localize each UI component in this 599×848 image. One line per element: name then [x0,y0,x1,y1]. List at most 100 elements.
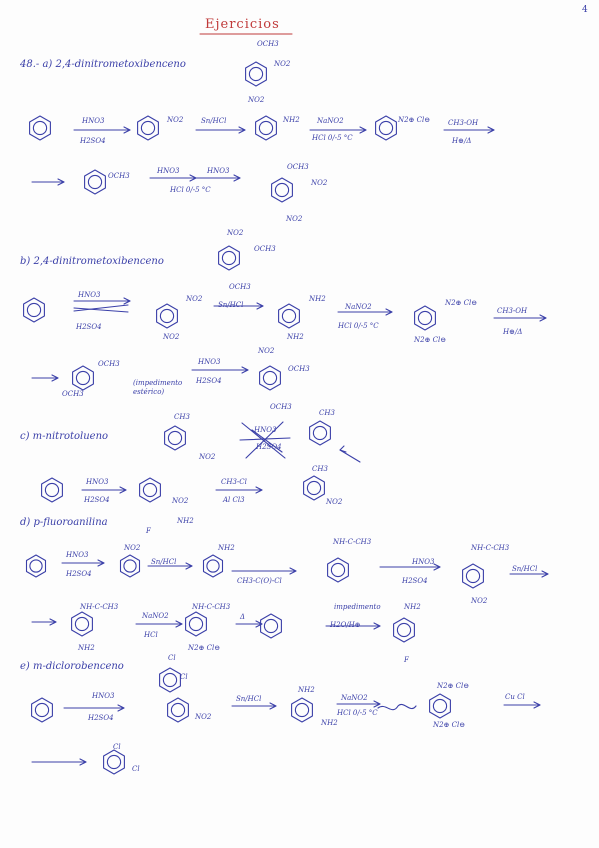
reaction-arrow [195,126,246,134]
sub-ch3: CH3 [174,413,190,421]
benzene-ring [271,177,293,203]
reaction-arrow [379,563,441,571]
reaction-arrow [231,702,277,710]
sub-no2: NO2 [311,179,328,187]
sub-cl: Cl [168,654,176,662]
sub-nh2: NH2 [309,295,326,303]
reagent-label: HNO3 [86,478,109,486]
reagent-label: CH3-OH [448,119,479,127]
sub-acetamide: NH-C-CH3 [192,603,231,611]
benzene-ring [119,554,141,578]
sub-diazonium: N2⊕ Cl⊖ [437,682,470,690]
reagent-label: HNO3 [157,167,180,175]
reagent-label: HNO3 [82,117,105,125]
reagent-label: HNO3 [66,551,89,559]
sub-och3: OCH3 [62,390,84,398]
reaction-arrow [147,562,193,570]
pointer-arrow-mark [339,449,361,463]
reaction-arrow [135,620,183,628]
reagent-label: H2SO4 [84,496,110,504]
page-number: 4 [582,5,588,15]
sub-och3: OCH3 [270,403,292,411]
reaction-arrow [61,559,105,567]
reagent-label: HNO3 [198,358,221,366]
benzene-ring [23,297,45,323]
sub-no2: NO2 [199,453,216,461]
reaction-arrow [31,758,87,766]
benzene-ring [255,115,277,141]
sub-no2: NO2 [258,347,275,355]
sub-no2: NO2 [186,295,203,303]
sub-och3: OCH3 [108,172,130,180]
sub-cl: Cl [132,765,140,773]
sub-no2: NO2 [172,497,189,505]
benzene-ring [167,697,189,723]
reaction-arrow [191,366,249,374]
reagent-label: Sn/HCl [218,301,244,309]
benzene-ring [41,477,63,503]
reagent-label: NaNO2 [341,694,368,702]
sub-diazonium: N2⊕ Cl⊖ [433,721,466,729]
reaction-arrow [309,126,367,134]
sub-diazonium: N2⊕ Cl⊖ [445,299,478,307]
reagent-label: CH3-C(O)-Cl [237,577,282,585]
reaction-arrow [73,297,131,305]
reaction-arrow [195,174,241,182]
sub-nh2: NH2 [78,644,95,652]
benzene-ring [72,365,94,391]
sub-no2: NO2 [274,60,291,68]
sub-cl: Cl [113,743,121,751]
page-title: Ejercicios [205,17,280,32]
reaction-arrow [443,126,495,134]
benzene-ring [31,697,53,723]
benzene-ring [103,749,125,775]
sub-no2: NO2 [326,498,343,506]
reagent-label: HCl 0/-5 °C [312,134,353,142]
sub-och3: OCH3 [98,360,120,368]
sub-diazonium: N2⊕ Cl⊖ [414,336,447,344]
reaction-arrow [325,622,381,630]
reagent-label: HNO3 [92,692,115,700]
sub-nh2: NH2 [404,603,421,611]
sub-ch3: CH3 [312,465,328,473]
reagent-label: NaNO2 [142,612,169,620]
reagent-label: HNO3 [207,167,230,175]
sub-och3: OCH3 [254,245,276,253]
reaction-arrow [81,486,127,494]
reagent-label: NaNO2 [317,117,344,125]
sub-no2: NO2 [471,597,488,605]
reagent-label: H⊕/Δ [452,137,472,145]
annotation-note: impedimento [334,603,381,611]
reaction-arrow [231,567,297,575]
reagent-label: H2SO4 [88,714,114,722]
reagent-label: Cu Cl [505,693,525,701]
benzene-ring [327,557,349,583]
crossed-out-scribble [73,304,129,312]
sub-och3: OCH3 [229,283,251,291]
reagent-label: H2O/H⊕ [330,621,361,629]
benzene-ring [159,667,181,693]
reaction-arrow [31,618,57,626]
benzene-ring [278,303,300,329]
reagent-label: Sn/HCl [512,565,538,573]
reagent-label: H2SO4 [402,577,428,585]
reagent-label: HCl 0/-5 °C [170,186,211,194]
sub-nh2: NH2 [321,719,338,727]
reagent-label: HCl 0/-5 °C [338,322,379,330]
reaction-arrow [215,486,263,494]
reagent-label: H2SO4 [196,377,222,385]
reagent-label: HNO3 [78,291,101,299]
sub-no2: NO2 [286,215,303,223]
sub-f: F [404,656,409,664]
reagent-label: HNO3 [412,558,435,566]
reaction-arrow [213,302,264,310]
reagent-label: HCl 0/-5 °C [337,709,378,717]
crossed-out-scribble [73,307,129,313]
benzene-ring [414,305,436,331]
benzene-ring [218,245,240,271]
crossed-out-scribble [377,704,417,711]
reagent-label: H2SO4 [256,443,282,451]
sub-och3: OCH3 [287,163,309,171]
benzene-ring [202,554,224,578]
